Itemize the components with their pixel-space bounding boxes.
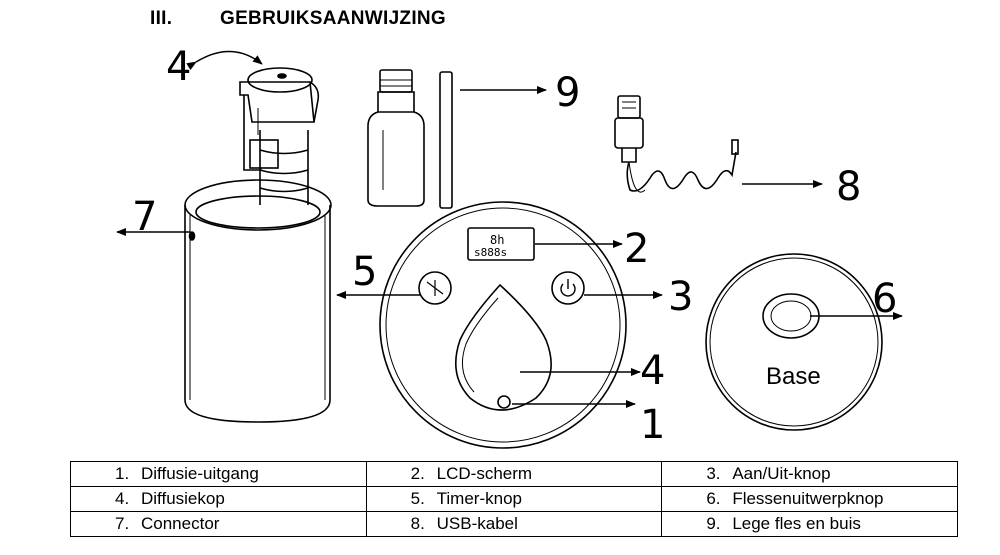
lcd-line2: s888s	[474, 246, 507, 259]
callout-6: 6	[872, 276, 897, 322]
empty-bottle	[367, 69, 425, 207]
section-heading: III. GEBRUIKSAANWIJZING	[150, 8, 446, 30]
legend-label: Diffusie-uitgang	[141, 464, 259, 483]
base-label: Base	[766, 363, 821, 390]
legend-number: 7.	[115, 514, 130, 533]
legend-label: Aan/Uit-knop	[732, 464, 831, 483]
legend-cell: 9. Lege fles en buis	[661, 511, 958, 537]
lcd-screen	[467, 227, 535, 261]
callout-5: 5	[352, 249, 377, 295]
legend-row: 1. Diffusie-uitgang 2. LCD-scherm 3. Aan/Uit-…	[70, 461, 958, 487]
legend-label: Timer-knop	[436, 489, 522, 508]
section-number: III.	[150, 8, 173, 29]
legend-number: 6.	[706, 489, 721, 508]
legend-cell: 3. Aan/Uit-knop	[661, 461, 958, 487]
callout-9: 9	[555, 70, 580, 116]
diffuser-device	[184, 67, 332, 423]
legend-cell: 1. Diffusie-uitgang	[70, 461, 367, 487]
legend-number: 2.	[410, 464, 425, 483]
parts-legend-table: 1. Diffusie-uitgang 2. LCD-scherm 3. Aan/Uit-…	[70, 461, 958, 537]
legend-number: 5.	[410, 489, 425, 508]
legend-label: Connector	[141, 514, 220, 533]
legend-number: 3.	[706, 464, 721, 483]
legend-label: Diffusiekop	[141, 489, 225, 508]
usb-cable	[614, 95, 739, 193]
callout-3: 3	[668, 274, 693, 320]
legend-cell: 2. LCD-scherm	[365, 461, 663, 487]
legend-label: USB-kabel	[436, 514, 518, 533]
legend-cell: 6. Flessenuitwerpknop	[661, 486, 958, 512]
lcd-line1: 8h	[490, 233, 504, 247]
legend-number: 8.	[410, 514, 425, 533]
product-diagram: 8h s888s 4 9 8 7 2 5 3 6 4 1 Base	[116, 44, 903, 449]
callout-7: 7	[132, 194, 157, 240]
legend-label: Flessenuitwerpknop	[732, 489, 884, 508]
legend-cell: 8. USB-kabel	[365, 511, 663, 537]
callout-2: 2	[624, 226, 649, 272]
main-device-top	[379, 201, 627, 449]
callout-4-bottom: 4	[640, 348, 665, 394]
legend-row: 4. Diffusiekop 5. Timer-knop 6. Flessenuitwer…	[70, 486, 958, 512]
callout-8: 8	[836, 164, 861, 210]
empty-tube	[439, 71, 453, 209]
legend-number: 1.	[115, 464, 130, 483]
legend-cell: 5. Timer-knop	[365, 486, 663, 512]
legend-number: 9.	[706, 514, 721, 533]
timer-button	[418, 271, 452, 305]
section-title: GEBRUIKSAANWIJZING	[220, 8, 447, 29]
callout-4-top: 4	[166, 44, 191, 90]
legend-number: 4.	[115, 489, 130, 508]
base-device	[705, 253, 883, 431]
legend-label: LCD-scherm	[436, 464, 533, 483]
callout-1: 1	[640, 402, 665, 448]
legend-row: 7. Connector 8. USB-kabel 9. Lege fles en bui…	[70, 511, 958, 537]
legend-cell: 4. Diffusiekop	[70, 486, 367, 512]
legend-cell: 7. Connector	[70, 511, 367, 537]
power-button	[551, 271, 585, 305]
legend-label: Lege fles en buis	[732, 514, 861, 533]
